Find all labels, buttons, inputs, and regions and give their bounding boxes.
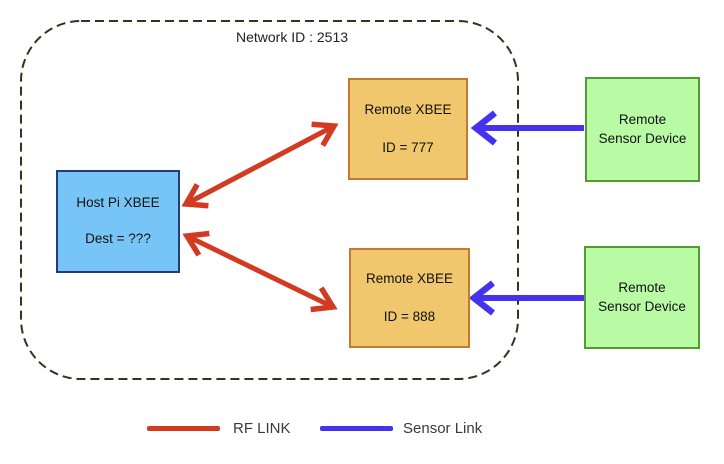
remote-xbee-777-node: Remote XBEE ID = 777 — [348, 78, 468, 180]
remote-sensor-device-1-node: Remote Sensor Device — [585, 77, 700, 182]
xbee1-node-id: ID = 777 — [382, 139, 434, 155]
sensor1-node-label-line2: Sensor Device — [598, 130, 687, 146]
xbee2-node-id: ID = 888 — [383, 308, 436, 324]
remote-xbee-888-node: Remote XBEE ID = 888 — [349, 248, 470, 348]
xbee2-node-title: Remote XBEE — [365, 270, 454, 286]
host-pi-xbee-node: Host Pi XBEE Dest = ??? — [56, 170, 180, 273]
sensor2-node-label-line2: Sensor Device — [598, 298, 686, 314]
rf-link-host-xbee1 — [186, 126, 334, 204]
host-node-dest: Dest = ??? — [85, 231, 151, 246]
sensor-link-legend-swatch — [320, 426, 393, 431]
host-node-title: Host Pi XBEE — [76, 195, 160, 211]
xbee1-node-title: Remote XBEE — [364, 101, 452, 117]
rf-link-host-xbee2 — [187, 236, 333, 307]
sensor1-node-label-line1: Remote — [618, 111, 667, 127]
sensor-link-legend-label: Sensor Link — [403, 420, 483, 437]
rf-link-legend-swatch — [147, 426, 220, 431]
network-boundary — [20, 20, 519, 380]
rf-link-legend-label: RF LINK — [233, 420, 291, 437]
sensor2-node-label-line1: Remote — [618, 279, 666, 295]
network-id-label: Network ID : 2513 — [235, 29, 349, 45]
remote-sensor-device-2-node: Remote Sensor Device — [584, 246, 700, 349]
